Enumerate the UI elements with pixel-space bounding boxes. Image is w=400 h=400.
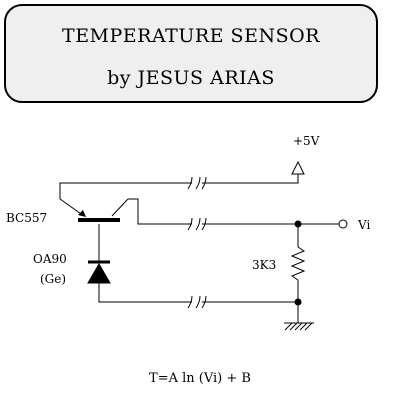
author-text: by JESUS ARIAS: [107, 67, 275, 89]
title-banner: TEMPERATURE SENSOR by JESUS ARIAS: [4, 4, 378, 103]
diode-label: OA90: [33, 252, 67, 266]
diode-symbol-icon: [87, 263, 111, 284]
output-wire: [128, 198, 339, 225]
formula-text: T=A ln (Vi) + B: [149, 371, 251, 386]
diode-ground-wire: [98, 283, 298, 303]
diode-material-label: (Ge): [40, 272, 66, 286]
output-label: Vi: [357, 218, 370, 232]
resistor-label: 3K3: [252, 258, 276, 272]
transistor-label: BC557: [6, 211, 47, 225]
output-terminal-icon: [338, 219, 348, 229]
supply-label: +5V: [293, 134, 320, 148]
junction-dot: [294, 298, 302, 306]
transistor-collector-lead: [111, 198, 129, 217]
transistor-emitter-arrow-icon: [78, 210, 86, 217]
wire-break-marks: [187, 176, 207, 309]
supply-arrow-icon: [291, 160, 305, 175]
ground-hatch-icon: [284, 322, 313, 331]
supply-wire: [59, 174, 299, 199]
resistor-symbol-icon: [290, 246, 306, 281]
junction-dot: [294, 220, 302, 228]
title-text: TEMPERATURE SENSOR: [62, 25, 320, 47]
